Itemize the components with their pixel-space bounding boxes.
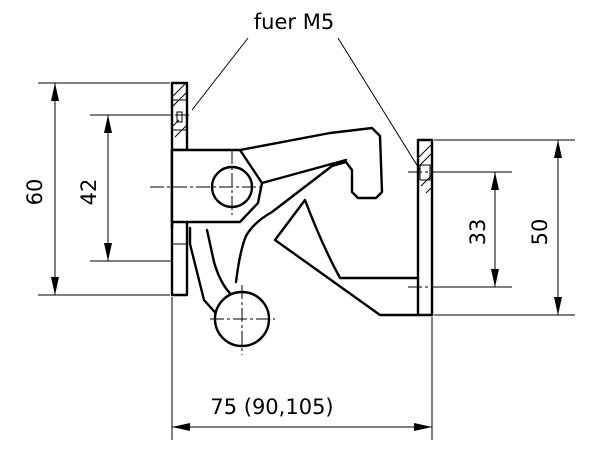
dim-75-label: 75 (90,105) [210,395,333,419]
hook-lever [234,126,384,284]
left-flange-hatch [171,82,188,138]
right-flange-hatch [418,143,433,194]
dimension-75: 75 (90,105) [171,297,433,440]
dimension-33: 33 [434,171,512,288]
dim-33-label: 33 [466,219,490,246]
lower-link [188,226,271,348]
dim-50-label: 50 [528,219,552,246]
dimension-42: 42 [77,114,172,262]
note-leaders [191,37,421,171]
dimension-60: 60 [23,82,170,296]
note-text: fuer M5 [254,10,334,34]
upper-arm [170,148,264,224]
dimension-50: 50 [434,139,575,316]
dim-42-label: 42 [77,179,101,206]
clamp-body [273,138,434,317]
dim-60-label: 60 [23,179,47,206]
